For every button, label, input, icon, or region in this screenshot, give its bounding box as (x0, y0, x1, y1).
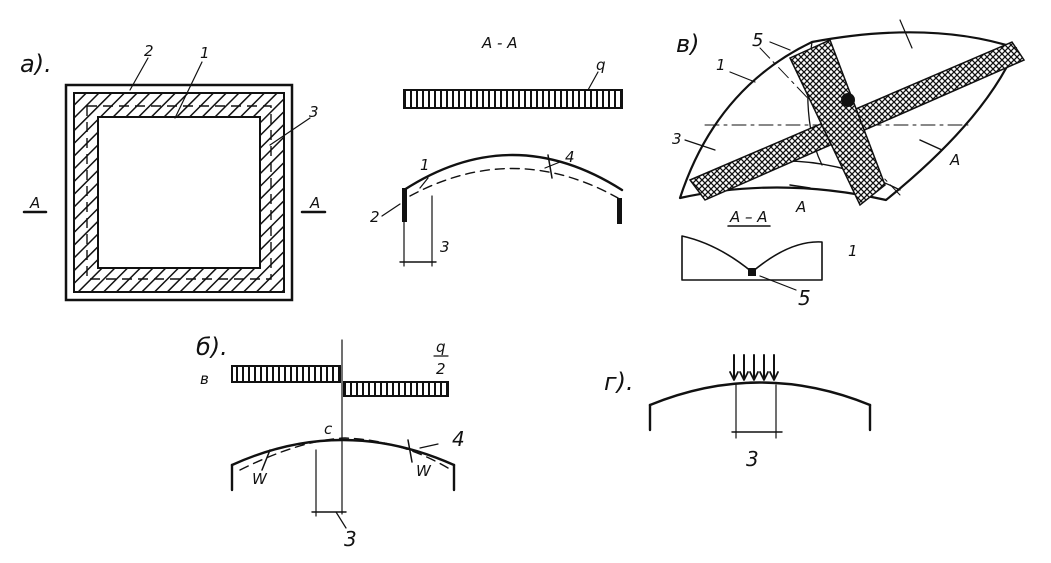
section-band-node (748, 268, 756, 276)
panel-a-inner-core (97, 116, 261, 269)
section-mark-left: А (29, 194, 40, 212)
panel-b-label-3: 3 (344, 527, 357, 551)
section-aa-label-q: q (596, 56, 606, 74)
leader-2 (129, 57, 149, 91)
panel-v-label-1: 1 (716, 56, 726, 74)
panel-v-label-3: 3 (672, 130, 682, 148)
panel-v-section-title: А – А (729, 208, 768, 226)
panel-v-label-a-right: А (949, 151, 960, 169)
panel-g: г). 3 (604, 354, 872, 471)
panel-b-label-4: 4 (452, 427, 465, 451)
panel-a: а). 2 1 3 А А (20, 42, 327, 302)
panel-a-outer-frame (64, 83, 294, 302)
distributed-load (403, 89, 623, 109)
panel-a-label-3: 3 (309, 103, 319, 121)
left-support (402, 188, 407, 222)
leader-1 (174, 61, 203, 119)
section-box (681, 235, 823, 281)
right-support (617, 198, 622, 224)
panel-a-label-2: 2 (144, 42, 154, 60)
band-diagonal-cross (788, 38, 886, 207)
panel-a-dashed-line (86, 105, 272, 280)
deflected-arc (409, 167, 619, 199)
deflected-arc-b (239, 437, 449, 471)
shell-arc-g (648, 381, 872, 407)
section-aa-label-1: 1 (420, 156, 430, 174)
section-aa-label-2: 2 (370, 208, 380, 226)
panel-b-label-q: q (436, 338, 446, 356)
panel-a-letter: а). (20, 50, 52, 78)
panel-b-label-c: с (324, 420, 333, 438)
point-load-arrows (729, 354, 779, 381)
panel-b: б). в q 2 с W W 4 3 (196, 333, 465, 551)
panel-b-label-w-left: W (252, 470, 268, 488)
panel-b-label-w-right: W (416, 462, 432, 480)
panel-v-section-label-5: 5 (798, 286, 811, 310)
panel-v-label-a-bottom: А (795, 198, 806, 216)
load-left-block (231, 365, 341, 383)
panel-v-label-5: 5 (752, 30, 763, 51)
shell-arc (402, 153, 624, 192)
band-node (841, 93, 855, 107)
section-aa-label-3: 3 (440, 238, 450, 256)
panel-v: в) 5 1 3 А А А – А 1 5 (672, 19, 1026, 310)
leader-3 (269, 117, 311, 146)
panel-b-label-v: в (200, 370, 209, 388)
panel-b-letter: б). (196, 333, 228, 361)
section-aa-title: А - А (481, 34, 517, 52)
panel-a-label-1: 1 (200, 44, 210, 62)
section-aa: А - А q 1 2 4 3 (370, 34, 624, 267)
panel-g-letter: г). (604, 368, 634, 396)
panel-v-section-label-1: 1 (848, 242, 858, 260)
panel-b-label-2: 2 (436, 360, 446, 378)
shell-arc-b (230, 438, 456, 467)
load-right-block (343, 381, 449, 397)
panel-v-letter: в) (676, 30, 700, 58)
panel-g-label-3: 3 (746, 447, 759, 471)
section-mark-right: А (309, 194, 320, 212)
section-aa-label-4: 4 (565, 148, 575, 166)
